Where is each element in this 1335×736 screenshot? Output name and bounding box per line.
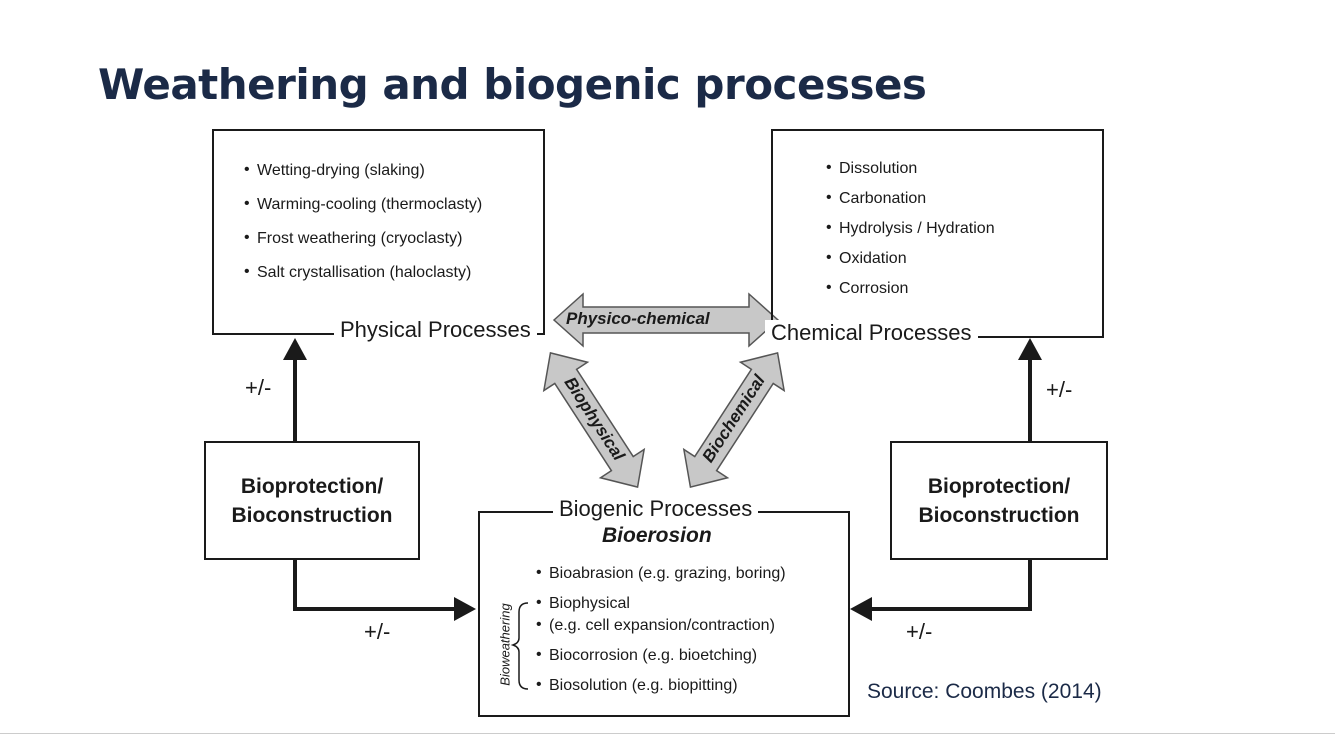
plus-minus-label: +/- [364,619,391,644]
arrowhead-right-bottom [454,597,476,621]
bioconstruction-line2: Bioconstruction [231,503,393,527]
bioweathering-label: Bioweathering [497,603,513,686]
list-item-continuation: (e.g. cell expansion/contraction) [536,614,786,637]
plus-minus-label: +/- [1046,377,1073,402]
bioprotection-box-right: Bioprotection/Bioconstruction [890,441,1108,560]
plus-minus-label: +/- [906,619,933,644]
biogenic-processes-label: Biogenic Processes [553,496,759,522]
arrowhead-up-right [1018,338,1042,360]
list-item: Salt crystallisation (haloclasty) [244,255,482,290]
list-item: Oxidation [826,243,995,274]
list-item: Wetting-drying (slaking) [244,153,482,188]
bottom-divider [0,733,1335,734]
bioprotection-line1: Bioprotection/ [927,474,1071,498]
arrowheads [283,338,1042,621]
physical-processes-list: Wetting-drying (slaking) Warming-cooling… [244,153,482,290]
biophysical-arrow [542,351,646,489]
physical-processes-label: Physical Processes [334,317,537,343]
list-item: Biocorrosion (e.g. bioetching) [536,644,786,667]
bioprotection-line1: Bioprotection/ [240,474,384,498]
list-item: Hydrolysis / Hydration [826,213,995,244]
plus-minus-label: +/- [245,375,272,400]
chemical-processes-label: Chemical Processes [765,320,978,346]
bioweathering-bracket [510,602,529,690]
arrowhead-left-bottom [850,597,872,621]
list-item: Corrosion [826,273,995,304]
list-item: Bioabrasion (e.g. grazing, boring) [536,562,786,585]
list-item: Biosolution (e.g. biopitting) [536,674,786,697]
bioconstruction-line2: Bioconstruction [918,503,1080,527]
list-item: Biophysical [536,592,786,615]
arrowhead-up-left [283,338,307,360]
list-item: Frost weathering (cryoclasty) [244,221,482,256]
bioprotection-box-left: Bioprotection/Bioconstruction [204,441,420,560]
list-item: Warming-cooling (thermoclasty) [244,187,482,222]
source-citation: Source: Coombes (2014) [867,680,1102,703]
biochemical-arrow [682,351,786,489]
list-item: Carbonation [826,183,995,214]
connector-lines [293,358,1032,611]
list-item: Dissolution [826,153,995,184]
chemical-processes-list: Dissolution Carbonation Hydrolysis / Hyd… [826,153,995,304]
physico-chemical-arrow-label: Physico-chemical [566,309,710,328]
biogenic-processes-list: Bioabrasion (e.g. grazing, boring) Bioph… [536,562,786,697]
page-title: Weathering and biogenic processes [98,60,927,109]
bioerosion-label: Bioerosion [602,524,712,547]
